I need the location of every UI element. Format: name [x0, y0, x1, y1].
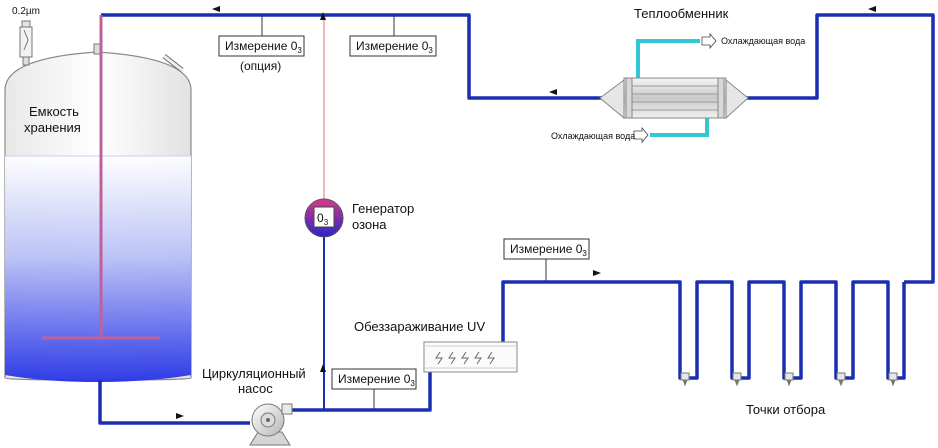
svg-text:Измерение 03: Измерение 03: [510, 242, 587, 258]
measurement-box-3: Измерение 03: [503, 238, 590, 282]
measurement-box-2: Измерение 03: [349, 15, 437, 57]
measurement-4-text: Измерение 0: [338, 372, 411, 386]
circulation-pump-icon: [249, 403, 293, 446]
measurement-1-sub: 3: [297, 46, 302, 55]
cooling-water-out-label: Охлаждающая вода: [721, 36, 805, 46]
measurement-1-text: Измерение 0: [225, 39, 298, 53]
uv-lamp-icon: [423, 341, 518, 373]
filter-label: 0.2µm: [12, 6, 40, 17]
storage-tank-icon: [4, 43, 192, 382]
pump-label-line2: насос: [238, 381, 273, 396]
ozone-symbol: 0: [317, 211, 324, 225]
measurement-box-4: Измерение 03: [331, 368, 417, 410]
ozone-symbol-sub: 3: [324, 218, 329, 227]
measurement-2-sub: 3: [428, 46, 433, 55]
air-filter-icon: [19, 20, 33, 66]
measurement-3-text: Измерение 0: [510, 242, 583, 256]
main-pipe: [98, 13, 935, 425]
svg-text:03: 03: [317, 211, 329, 227]
ozone-generator-line2: озона: [352, 217, 387, 232]
uv-label: Обеззараживание UV: [354, 319, 485, 334]
pump-label-line1: Циркуляционный: [202, 366, 306, 381]
heat-exchanger-icon: [599, 32, 749, 144]
svg-text:Измерение 03: Измерение 03: [356, 39, 433, 55]
return-pipe-in-tank: [42, 15, 160, 340]
sampling-points-label: Точки отбора: [746, 402, 826, 417]
ozone-generator-line1: Генератор: [352, 201, 414, 216]
measurement-box-1: Измерение 03 (опция): [218, 15, 305, 73]
measurement-3-sub: 3: [582, 249, 587, 258]
sampling-valve-icon: [680, 372, 898, 387]
measurement-1-note: (опция): [240, 59, 281, 73]
heat-exchanger-label: Теплообменник: [634, 6, 729, 21]
cooling-water-in-label: Охлаждающая вода: [551, 131, 635, 141]
flow-arrow-icon: [176, 6, 876, 419]
measurement-4-sub: 3: [410, 379, 415, 388]
svg-text:Измерение 03: Измерение 03: [225, 39, 302, 55]
tank-label-line1: Емкость: [29, 104, 79, 119]
ozone-generator-icon: 03: [304, 198, 344, 238]
measurement-2-text: Измерение 0: [356, 39, 429, 53]
svg-text:Измерение 03: Измерение 03: [338, 372, 415, 388]
tank-label-line2: хранения: [24, 120, 81, 135]
